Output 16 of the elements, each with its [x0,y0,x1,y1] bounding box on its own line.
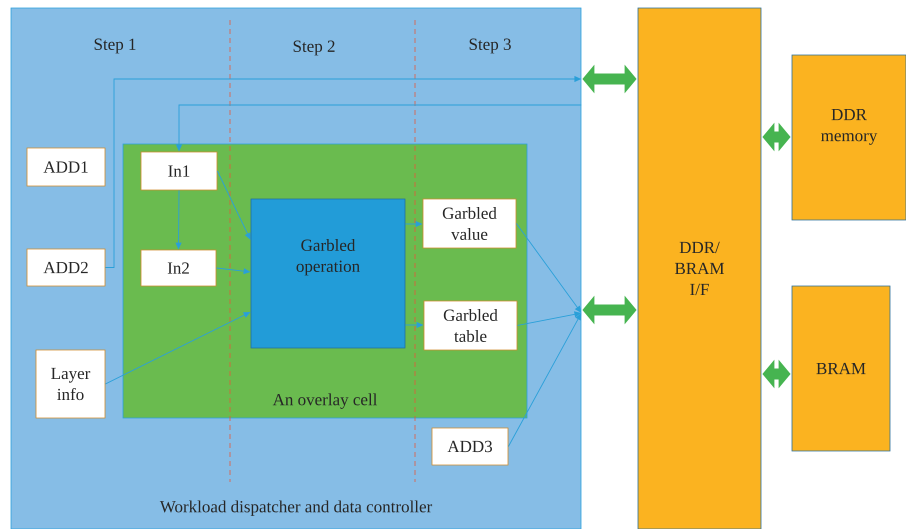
step-label: Step 2 [294,40,335,56]
info-box: Layer info [36,350,106,418]
address-box: ADD1 [26,148,106,186]
address-box: ADD3 [432,428,508,466]
output-box: Garbled value [422,198,516,248]
address-box: ADD2 [26,248,106,286]
step-label: Step 3 [470,38,511,54]
memory-box: BRAM [792,286,890,452]
input-box: In1 [140,152,218,190]
arrow [516,223,582,313]
output-box: Garbled table [424,300,518,350]
input-box: In2 [140,250,216,286]
memory-box: DDR memory [792,54,906,220]
step-label: Step 1 [94,38,136,54]
interface-box: DDR/ BRAM I/F [638,8,762,529]
operation-box: Garbled operation [250,198,406,348]
